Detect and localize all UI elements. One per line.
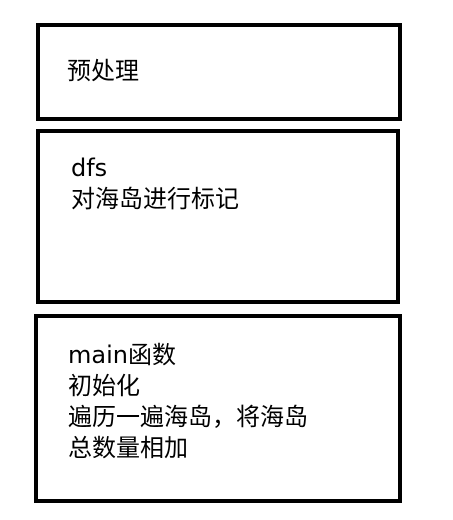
main-step-line-init: 初始化: [68, 372, 140, 400]
preprocess-step-text: 预处理: [67, 56, 139, 87]
preprocess-step-title: 预处理: [67, 57, 139, 85]
main-step-line-sum: 总数量相加: [68, 434, 188, 462]
preprocess-step-box: 预处理: [36, 23, 402, 121]
dfs-step-title: dfs: [71, 154, 108, 182]
main-step-box: main函数 初始化 遍历一遍海岛，将海岛 总数量相加: [34, 314, 402, 503]
dfs-step-description: 对海岛进行标记: [71, 185, 239, 213]
main-step-title: main函数: [68, 341, 176, 369]
main-step-line-traverse: 遍历一遍海岛，将海岛: [68, 403, 308, 431]
dfs-step-text: dfs 对海岛进行标记: [71, 153, 239, 215]
main-step-text: main函数 初始化 遍历一遍海岛，将海岛 总数量相加: [68, 340, 308, 464]
dfs-step-box: dfs 对海岛进行标记: [36, 129, 400, 304]
